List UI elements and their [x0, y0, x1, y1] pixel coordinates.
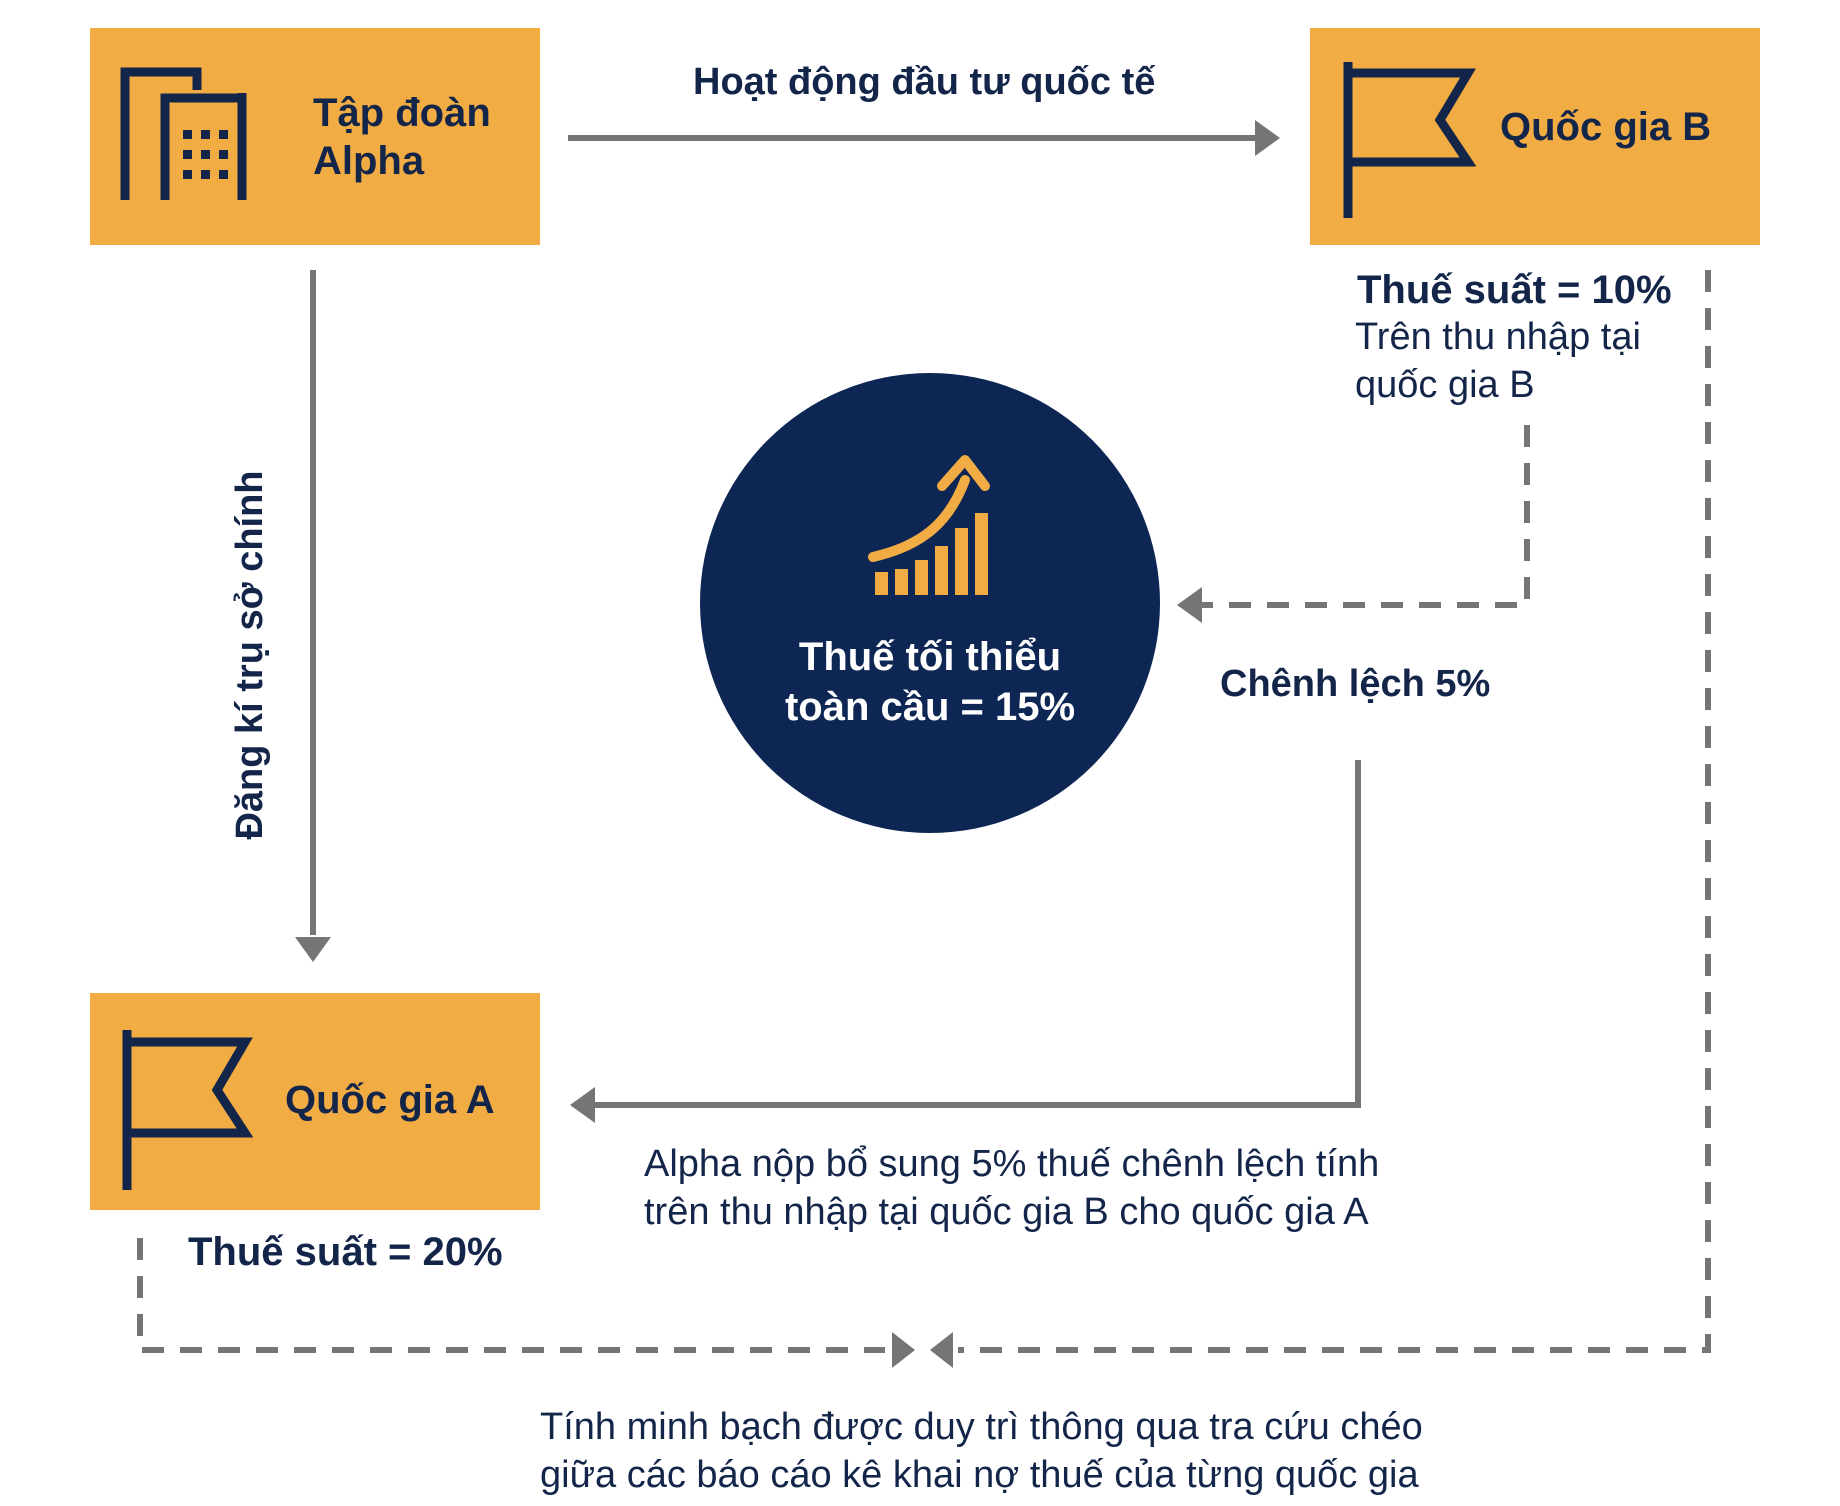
- headquarters-arrow: [295, 270, 331, 962]
- payment-label-line1: Alpha nộp bổ sung 5% thuế chênh lệch tín…: [644, 1143, 1380, 1185]
- global-minimum-tax-circle: [700, 373, 1160, 833]
- country-a-tax-rate: Thuế suất = 20%: [188, 1230, 503, 1274]
- transparency-connector-left: [137, 1238, 915, 1368]
- alpha-name-line2: Alpha: [313, 139, 425, 183]
- difference-label: Chênh lệch 5%: [1220, 663, 1491, 705]
- payment-arrow: [570, 760, 1361, 1123]
- difference-arrow: [1177, 425, 1530, 623]
- global-minimum-tax-line1: Thuế tối thiểu: [798, 635, 1062, 679]
- transparency-line1: Tính minh bạch được duy trì thông qua tr…: [540, 1406, 1423, 1448]
- global-minimum-tax-label: Thuế tối thiểu toàn cầu = 15%: [700, 632, 1160, 732]
- growth-chart-icon: [868, 455, 990, 595]
- country-b-box: [1310, 28, 1760, 245]
- office-building-icon: [120, 67, 247, 200]
- flag-icon: [122, 1030, 254, 1190]
- country-b-tax-rate: Thuế suất = 10%: [1357, 268, 1672, 312]
- payment-label-line2: trên thu nhập tại quốc gia B cho quốc gi…: [644, 1191, 1369, 1233]
- global-minimum-tax-line2: toàn cầu = 15%: [784, 685, 1076, 729]
- country-b-note-line2: quốc gia B: [1355, 364, 1535, 406]
- headquarters-label: Đăng kí trụ sở chính: [229, 470, 271, 840]
- country-a-name: Quốc gia A: [285, 1078, 495, 1122]
- investment-arrow: [568, 120, 1280, 156]
- transparency-line2: giữa các báo cáo kê khai nợ thuế của từn…: [540, 1454, 1419, 1496]
- investment-label: Hoạt động đầu tư quốc tế: [693, 61, 1156, 103]
- flag-icon: [1343, 62, 1477, 218]
- country-a-box: [90, 993, 540, 1210]
- transparency-connector-right: [930, 270, 1711, 1368]
- alpha-name-line1: Tập đoàn: [313, 91, 491, 135]
- country-b-name: Quốc gia B: [1500, 105, 1712, 149]
- country-b-note-line1: Trên thu nhập tại: [1355, 316, 1641, 358]
